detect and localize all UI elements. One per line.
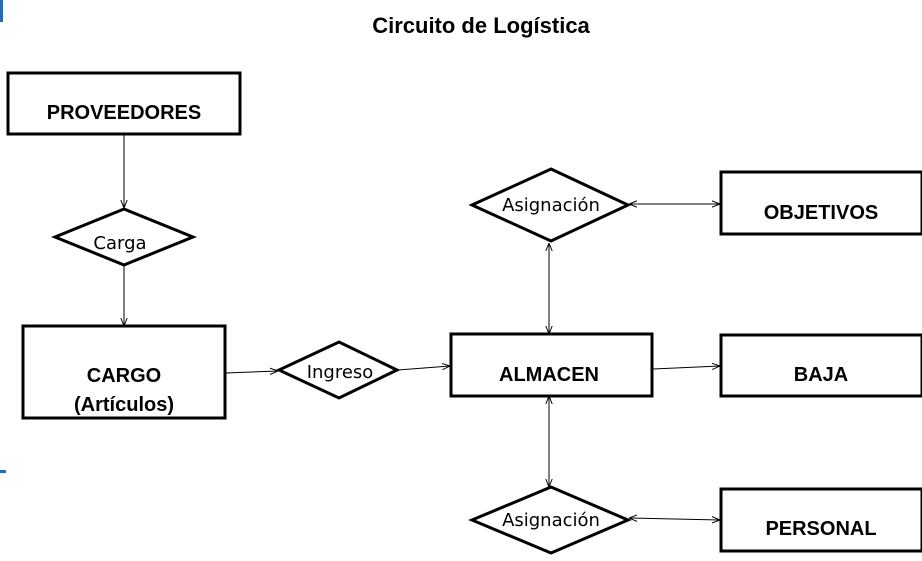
relation-ingreso-label: Ingreso bbox=[307, 362, 374, 383]
relation-carga: Carga bbox=[51, 207, 197, 267]
node-baja: BAJA bbox=[719, 333, 922, 398]
node-cargo-label-line1: CARGO bbox=[87, 365, 161, 387]
edge-cargo-ingreso bbox=[225, 371, 278, 373]
relation-asignacion-personal-label: Asignación bbox=[502, 510, 600, 531]
relation-ingreso: Ingreso bbox=[275, 340, 401, 400]
relation-asignacion-objetivos-label: Asignación bbox=[502, 195, 600, 216]
node-personal: PERSONAL bbox=[719, 487, 922, 553]
edge-asignacion-personal bbox=[629, 518, 720, 520]
node-personal-label: PERSONAL bbox=[765, 518, 876, 540]
node-almacen: ALMACEN bbox=[449, 332, 654, 398]
edge-ingreso-almacen bbox=[397, 366, 450, 371]
diagram-title: Circuito de Logística bbox=[372, 13, 590, 38]
left-edge-mark-bottom bbox=[0, 470, 6, 473]
relation-asignacion-objetivos: Asignación bbox=[468, 167, 632, 243]
node-objetivos: OBJETIVOS bbox=[719, 170, 922, 236]
relation-carga-label: Carga bbox=[93, 233, 146, 254]
left-edge-mark-top bbox=[0, 0, 3, 22]
node-proveedores: PROVEEDORES bbox=[6, 71, 242, 136]
node-almacen-label: ALMACEN bbox=[499, 364, 599, 386]
node-cargo-label-line2: (Artículos) bbox=[74, 394, 174, 416]
edge-almacen-baja bbox=[652, 366, 720, 369]
node-cargo: CARGO (Artículos) bbox=[21, 324, 227, 420]
node-proveedores-label: PROVEEDORES bbox=[47, 102, 201, 124]
node-objetivos-label: OBJETIVOS bbox=[764, 202, 878, 224]
node-baja-label: BAJA bbox=[794, 364, 848, 386]
relation-asignacion-personal: Asignación bbox=[468, 485, 632, 555]
